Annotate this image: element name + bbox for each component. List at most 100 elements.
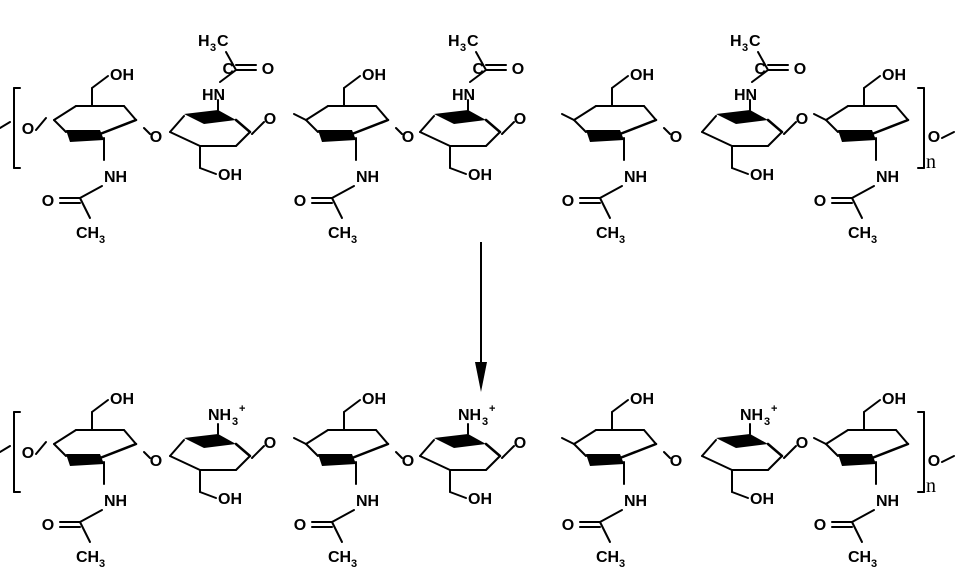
ammonium-bottom-5-sup: + <box>771 403 777 415</box>
methyl-bottom-0-ch: CH <box>76 549 99 566</box>
bond-line <box>870 442 910 460</box>
bond-line <box>731 491 749 499</box>
bond-line <box>293 113 307 121</box>
bond-line <box>618 442 658 460</box>
bond-line <box>235 131 251 147</box>
bond-line <box>895 429 909 445</box>
bond-line <box>863 399 881 413</box>
bond-line <box>825 105 849 121</box>
ammonium-bottom-3-sub: 3 <box>482 416 488 428</box>
bond-line <box>813 437 827 445</box>
bond-line <box>618 118 658 136</box>
ring-wedge <box>716 110 768 124</box>
methyl-top-2-ch: CH <box>328 225 351 242</box>
carbonyl-o-bottom-0: O <box>42 517 54 534</box>
bond-line <box>701 115 717 133</box>
bond-line <box>599 509 623 523</box>
bond-line <box>419 131 451 147</box>
nh-label-bottom-0: NH <box>104 493 127 510</box>
bond-line <box>234 442 252 458</box>
methyl-top-6-sub: 3 <box>871 234 877 246</box>
methyl-bottom-6-ch: CH <box>848 549 871 566</box>
ammonium-bottom-1-sub: 3 <box>232 416 238 428</box>
methyl-bottom-4-sub: 3 <box>619 558 625 570</box>
bond-line <box>611 75 629 89</box>
bond-line <box>343 399 361 413</box>
bond-line <box>91 75 109 89</box>
bond-line <box>219 69 237 83</box>
bond-line <box>825 119 839 133</box>
hydroxyl-label-top-1: OH <box>218 167 242 184</box>
glycosidic-o-bottom-1: O <box>264 435 276 452</box>
nh-label-top-2: NH <box>356 169 379 186</box>
hn-label-top-5: HN <box>734 87 757 104</box>
bond-line <box>53 105 77 121</box>
ring-wedge <box>318 454 356 466</box>
bond-line <box>611 399 629 413</box>
carbonyl-c-top-1: C <box>222 61 234 78</box>
ring-wedge <box>838 130 876 142</box>
bond-line <box>395 127 403 135</box>
bond-line <box>663 451 671 459</box>
bond-line <box>143 451 151 459</box>
hydroxyl-label-bottom-4: OH <box>630 391 654 408</box>
ring-wedge <box>434 110 486 124</box>
bond-line <box>79 197 91 219</box>
bond-line <box>395 451 403 459</box>
bond-line <box>757 51 769 71</box>
bond-line <box>169 439 185 457</box>
bond-line <box>701 131 733 147</box>
methyl-top-5-sub: 3 <box>742 42 748 54</box>
methyl-top-4-sub: 3 <box>619 234 625 246</box>
methyl-top-4-ch: CH <box>596 225 619 242</box>
hn-label-top-3: HN <box>452 87 475 104</box>
bond-line <box>599 521 611 543</box>
bond-line <box>199 491 217 499</box>
bond-line <box>331 197 343 219</box>
bond-line <box>143 127 151 135</box>
methyl-bottom-4-ch: CH <box>596 549 619 566</box>
bond-line <box>813 113 827 121</box>
bond-line <box>91 399 109 413</box>
bond-line <box>251 121 265 135</box>
repeat-n-bottom: n <box>926 475 936 497</box>
methyl-top-3-sub: 3 <box>460 42 466 54</box>
bond-line <box>895 105 909 121</box>
bond-line <box>375 105 389 121</box>
carbonyl-o-top-6: O <box>814 193 826 210</box>
bond-line <box>851 521 863 543</box>
bond-line <box>941 455 955 463</box>
glycosidic-o-top-2: O <box>402 129 414 146</box>
methyl-top-3-c: C <box>467 33 479 50</box>
reaction-arrow <box>475 242 487 392</box>
hydroxyl-label-bottom-5: OH <box>750 491 774 508</box>
bond-line <box>0 445 11 453</box>
methyl-top-0-ch: CH <box>76 225 99 242</box>
glycosidic-o-bottom-3: O <box>514 435 526 452</box>
bond-line <box>501 445 515 459</box>
bond-line <box>767 131 783 147</box>
carbonyl-o-bottom-4: O <box>562 517 574 534</box>
glycosidic-o-top-0: O <box>150 129 162 146</box>
nh-label-bottom-6: NH <box>876 493 899 510</box>
bond-line <box>701 439 717 457</box>
hydroxyl-label-bottom-6: OH <box>882 391 906 408</box>
hn-label-top-1: HN <box>202 87 225 104</box>
bond-line <box>501 121 515 135</box>
bond-line <box>825 443 839 457</box>
bond-line <box>235 455 251 471</box>
hydroxyl-label-bottom-0: OH <box>110 391 134 408</box>
hydroxyl-label-bottom-2: OH <box>362 391 386 408</box>
bond-line <box>573 119 587 133</box>
nh-label-top-6: NH <box>876 169 899 186</box>
bond-line <box>449 167 467 175</box>
bond-line <box>484 442 502 458</box>
carbonyl-o-top-5: O <box>794 61 806 78</box>
ammonium-bottom-5-sub: 3 <box>764 416 770 428</box>
methyl-top-2-sub: 3 <box>351 234 357 246</box>
bond-line <box>825 429 849 445</box>
ammonium-bottom-1-nh: NH <box>208 407 231 424</box>
hydroxyl-label-top-3: OH <box>468 167 492 184</box>
glycosidic-o-top-3: O <box>514 111 526 128</box>
